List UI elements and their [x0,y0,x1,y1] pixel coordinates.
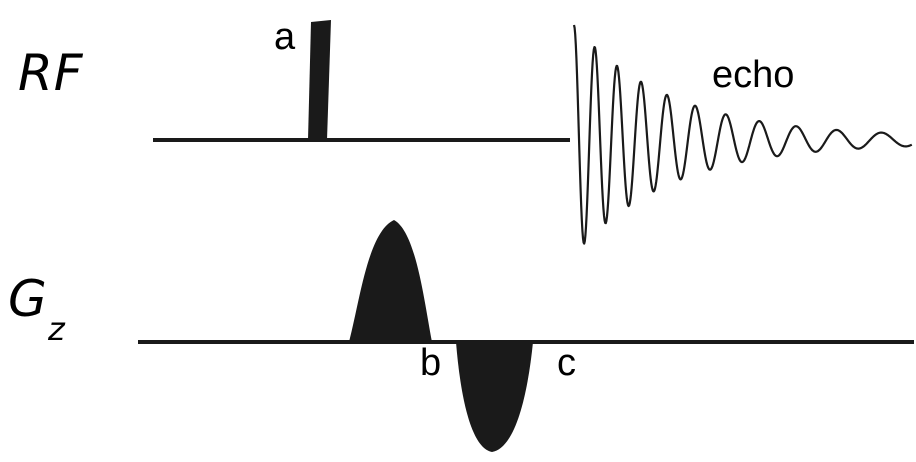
gradient-point-c: c [557,342,576,384]
rf-pulse-a [308,20,331,140]
gz-axis-subscript: z [48,310,65,348]
pulse-label-a: a [274,16,296,58]
gz-positive-lobe [349,220,432,342]
echo-label: echo [712,54,795,96]
gz-negative-lobe [456,342,533,452]
echo-signal [572,24,913,245]
gradient-point-b: b [420,342,442,384]
rf-axis-label: RF [18,44,84,102]
gz-axis-label: G [8,270,48,328]
